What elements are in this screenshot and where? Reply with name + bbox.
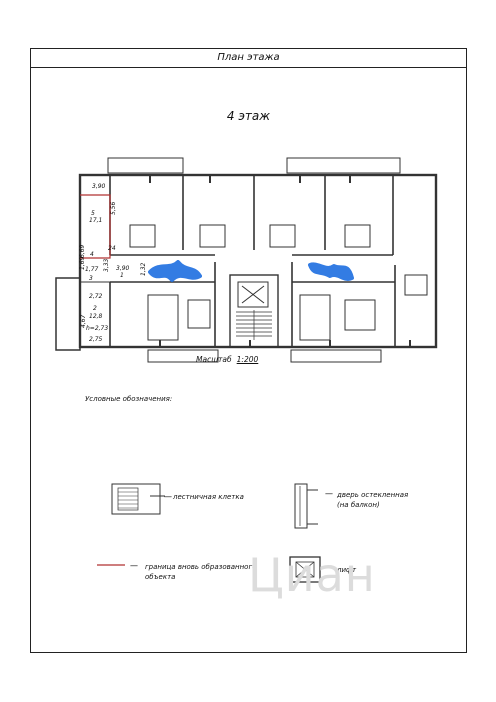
svg-text:—: —: [325, 563, 333, 572]
svg-text:—: —: [164, 492, 172, 501]
legend-symbols: [97, 483, 321, 583]
lift-legend-icon: [289, 556, 321, 583]
page-title: План этажа: [31, 49, 466, 68]
dim-label: 3,33: [103, 258, 110, 272]
dim-label: 1,32: [140, 262, 147, 276]
glazed-door-legend-icon: [294, 483, 308, 529]
drawing-sheet: План этажа 4 этаж: [30, 48, 467, 653]
dim-label: 4: [90, 251, 94, 258]
dim-label: 24: [108, 245, 116, 252]
dim-label: 1,69: [79, 256, 86, 270]
marker-right: [308, 262, 354, 281]
stair-core: [229, 274, 279, 348]
legend-door-line2: (на балкон): [337, 501, 380, 509]
legend-title: Условные обозначения:: [85, 395, 173, 403]
floor-label: 4 этаж: [226, 109, 271, 123]
legend-lift-text: лифт: [337, 566, 357, 574]
dim-label: 5: [91, 210, 95, 217]
dim-label: 6,69: [79, 244, 86, 258]
legend-stair-text: лестничная клетка: [173, 493, 244, 501]
legend-boundary-text: граница вновь образованного объекта: [145, 562, 256, 582]
dim-label: 1: [120, 272, 124, 279]
balcony-bottom-left: [147, 349, 219, 363]
watermark: Циан: [248, 548, 376, 602]
dim-label: h=2,73: [86, 325, 108, 332]
legend-door-text: дверь остекленная (на балкон): [337, 490, 408, 510]
dim-label: 5,56: [110, 201, 117, 215]
dim-label: 2,75: [89, 336, 103, 343]
outer-walls: [78, 173, 438, 349]
legend-door-line1: дверь остекленная: [337, 491, 409, 499]
entrance-annex: [55, 277, 81, 351]
stair-treads: [236, 310, 272, 340]
scale-caption: Масштаб 1:200: [196, 355, 258, 364]
stair-legend-icon: [111, 483, 161, 515]
legend-boundary-line2: объекта: [145, 573, 176, 581]
legend-boundary-line1: граница вновь образованного: [145, 563, 257, 571]
lift-shaft: [237, 281, 269, 308]
dim-label: 3,90: [116, 265, 130, 272]
svg-text:—: —: [130, 561, 138, 570]
dim-label: 12,8: [89, 313, 103, 320]
svg-text:—: —: [325, 489, 333, 498]
balcony-top-right: [286, 157, 401, 174]
dim-label: 4,67: [80, 314, 87, 328]
dim-label: 3: [89, 275, 93, 282]
scale-label: Масштаб: [196, 355, 232, 364]
dim-label: 3,90: [92, 183, 106, 190]
object-boundary: [80, 194, 111, 259]
dim-label: 2,72: [89, 293, 103, 300]
marker-left: [148, 260, 202, 282]
dim-label: 1,77: [85, 266, 99, 273]
dim-label: 2: [93, 305, 97, 312]
scale-value: 1:200: [236, 355, 259, 364]
balcony-bottom-right: [290, 349, 382, 363]
dim-label: 17,1: [89, 217, 102, 224]
balcony-top-left: [107, 157, 184, 174]
